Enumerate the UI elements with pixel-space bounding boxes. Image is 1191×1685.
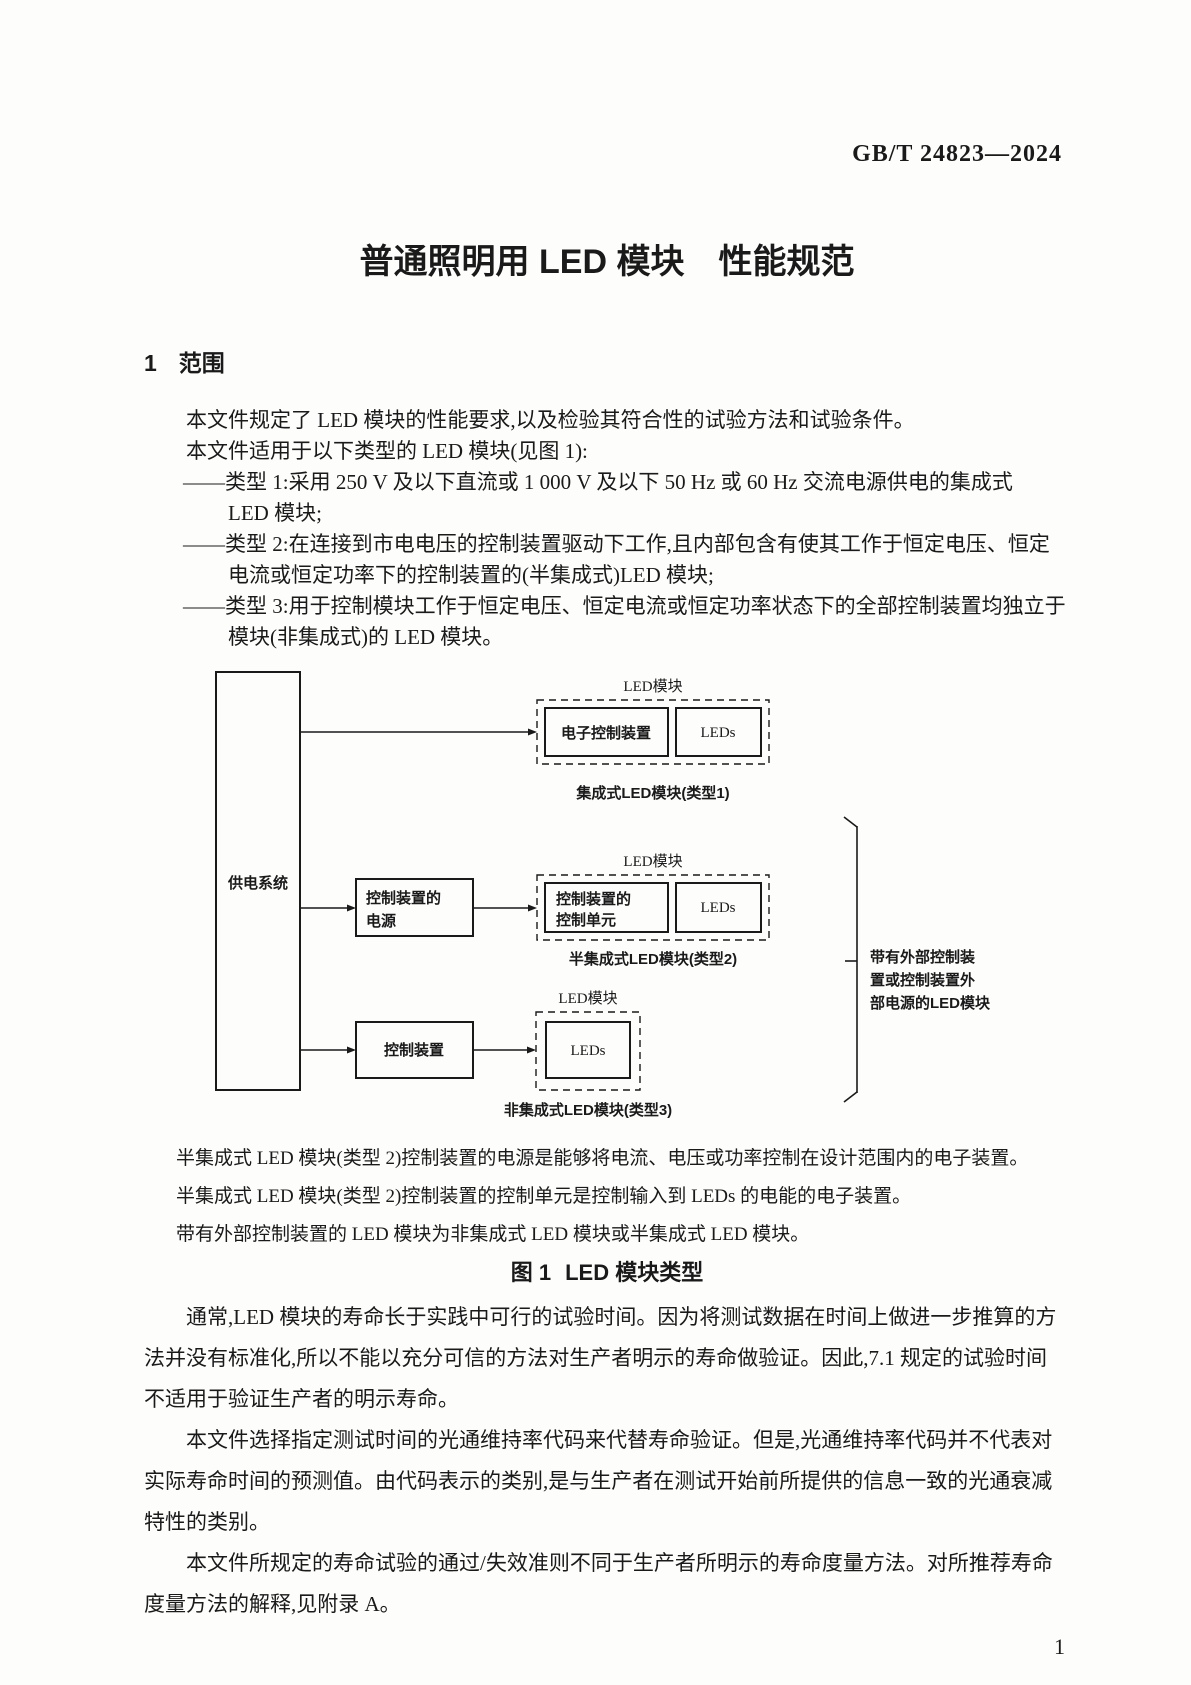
scope-paragraphs: 本文件规定了 LED 模块的性能要求,以及检验其符合性的试验方法和试验条件。 本…: [144, 405, 1084, 653]
bracket-note-line2: 置或控制装置外: [870, 971, 975, 989]
paragraph-line: 本文件选择指定测试时间的光通维持率代码来代替寿命验证。但是,光通维持率代码并不代…: [186, 1428, 1053, 1452]
type2-control-unit-line2: 控制单元: [556, 911, 616, 929]
type3-caption: 非集成式LED模块(类型3): [504, 1101, 672, 1119]
list-item-line: 模块(非集成式)的 LED 模块。: [228, 625, 504, 649]
document-title: 普通照明用 LED 模块 性能规范: [359, 243, 855, 281]
paragraph-line: 本文件所规定的寿命试验的通过/失效准则不同于生产者所明示的寿命度量方法。对所推荐…: [186, 1551, 1053, 1575]
figure-caption: 图 1 LED 模块类型: [144, 1255, 1070, 1287]
list-item-line: LED 模块;: [228, 501, 322, 525]
list-item-line: ——类型 2:在连接到市电电压的控制装置驱动下工作,且内部包含有使其工作于恒定电…: [183, 532, 1050, 556]
type3-leds-label: LEDs: [571, 1043, 606, 1059]
type2-control-unit-box: [544, 882, 669, 933]
list-item-line: ——类型 3:用于控制模块工作于恒定电压、恒定电流或恒定功率状态下的全部控制装置…: [183, 594, 1066, 618]
bracket-note-line1: 带有外部控制装: [870, 948, 976, 966]
paragraph-line: 法并没有标准化,所以不能以充分可信的方法对生产者明示的寿命做验证。因此,7.1 …: [144, 1346, 1047, 1370]
bracket: [843, 816, 858, 1103]
figure-led-module-types: 供电系统 LED模块 电子控制装置 LEDs 集成式LED模块(类型1) LED…: [215, 671, 991, 1119]
body-paragraphs: 通常,LED 模块的寿命长于实践中可行的试验时间。因为将测试数据在时间上做进一步…: [144, 1297, 1084, 1625]
type2-control-unit-line1: 控制装置的: [556, 890, 631, 908]
figure-note: 半集成式 LED 模块(类型 2)控制装置的控制单元是控制输入到 LEDs 的电…: [176, 1186, 912, 1207]
figure-note: 半集成式 LED 模块(类型 2)控制装置的电源是能够将电流、电压或功率控制在设…: [176, 1148, 1029, 1169]
bracket-note-line3: 部电源的LED模块: [870, 994, 991, 1012]
list-item-line: 电流或恒定功率下的控制装置的(半集成式)LED 模块;: [228, 563, 714, 587]
supply-system-label: 供电系统: [227, 874, 288, 892]
figure-caption-label: 图 1: [510, 1260, 552, 1285]
type2-power-label-line2: 电源: [366, 912, 396, 930]
paragraph-line: 实际寿命时间的预测值。由代码表示的类别,是与生产者在测试开始前所提供的信息一致的…: [144, 1469, 1053, 1493]
type1-module-label: LED模块: [623, 678, 682, 695]
type2-power-label-line1: 控制装置的: [366, 889, 441, 907]
figure-caption-title: LED 模块类型: [565, 1260, 704, 1285]
paragraph-line: 特性的类别。: [144, 1510, 270, 1534]
paragraph-line: 本文件适用于以下类型的 LED 模块(见图 1):: [186, 439, 588, 463]
section-title: 范围: [178, 350, 225, 376]
figure-note: 带有外部控制装置的 LED 模块为非集成式 LED 模块或半集成式 LED 模块…: [176, 1224, 810, 1245]
figure-notes: 半集成式 LED 模块(类型 2)控制装置的电源是能够将电流、电压或功率控制在设…: [176, 1140, 1096, 1254]
type2-leds-box: [675, 882, 762, 933]
list-item-line: ——类型 1:采用 250 V 及以下直流或 1 000 V 及以下 50 Hz…: [183, 470, 1013, 494]
type2-leds-label: LEDs: [701, 900, 736, 916]
supply-system-box: [215, 671, 301, 1091]
section-number: 1: [144, 350, 157, 376]
type3-control-label: 控制装置: [384, 1041, 444, 1059]
type1-leds-label: LEDs: [701, 725, 736, 741]
type1-control-box: [544, 707, 669, 757]
type3-leds-box: [545, 1021, 631, 1079]
type1-caption: 集成式LED模块(类型1): [575, 784, 729, 802]
type3-module-label: LED模块: [558, 990, 617, 1007]
paragraph-line: 本文件规定了 LED 模块的性能要求,以及检验其符合性的试验方法和试验条件。: [186, 408, 915, 432]
paragraph-line: 度量方法的解释,见附录 A。: [144, 1592, 401, 1616]
standard-code: GB/T 24823—2024: [852, 141, 1062, 167]
type2-caption: 半集成式LED模块(类型2): [569, 950, 737, 968]
type2-module-frame: [536, 874, 770, 941]
paragraph-line: 不适用于验证生产者的明示寿命。: [144, 1387, 459, 1411]
type1-control-label: 电子控制装置: [561, 724, 651, 742]
type1-module-frame: [536, 699, 770, 765]
paragraph-line: 通常,LED 模块的寿命长于实践中可行的试验时间。因为将测试数据在时间上做进一步…: [186, 1305, 1057, 1329]
page-number: 1: [1054, 1634, 1065, 1659]
section-heading: 1 范围: [144, 344, 225, 378]
type3-module-frame: [535, 1011, 641, 1091]
type1-leds-box: [675, 707, 762, 757]
type2-module-label: LED模块: [623, 853, 682, 870]
